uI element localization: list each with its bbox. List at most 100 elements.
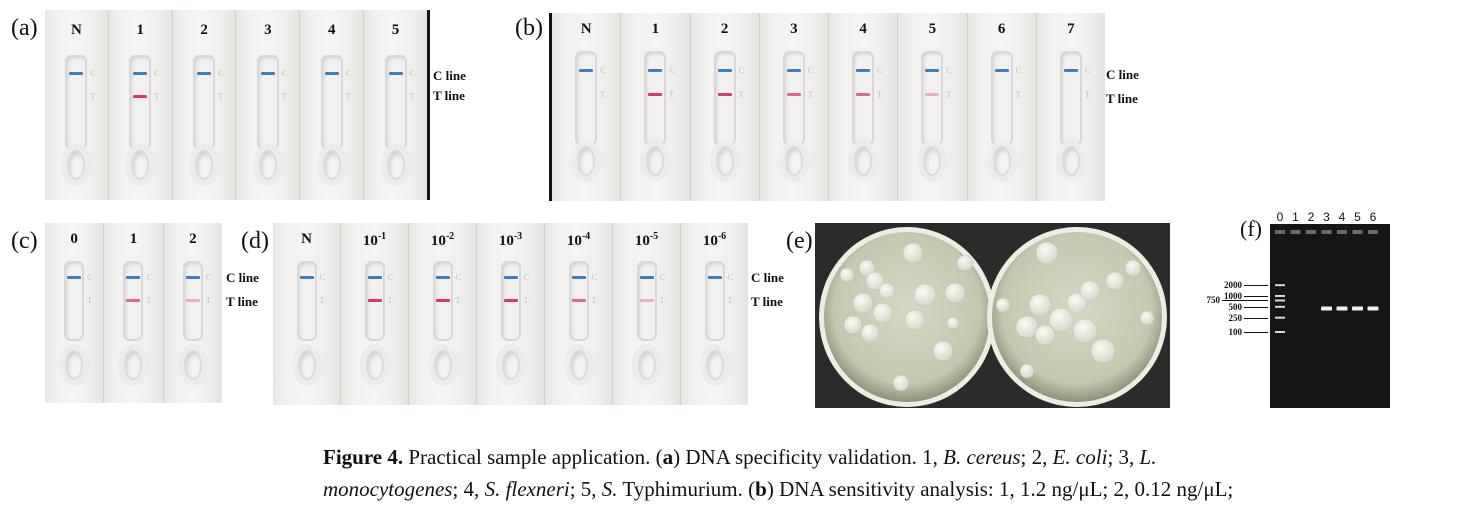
strip-label: 4	[859, 21, 867, 37]
result-window	[432, 261, 453, 341]
c-line-label-a: C line	[433, 68, 466, 83]
strip-mark-s: S	[385, 361, 390, 370]
control-line	[707, 276, 722, 279]
strip-label-exponent: -6	[717, 231, 727, 242]
result-window	[384, 55, 407, 150]
caption-species-2: E. coli	[1052, 445, 1108, 469]
sample-well	[569, 350, 588, 380]
strip-mark-t: T	[154, 92, 160, 101]
gel-lane-label: 2	[1307, 210, 1315, 224]
strip-label: 1	[129, 231, 138, 247]
strip-mark-c: C	[146, 273, 152, 282]
control-line	[388, 72, 403, 75]
caption-line-1: Figure 4. Practical sample application. …	[323, 445, 1157, 469]
test-line	[126, 299, 141, 302]
strip-mark-t: T	[345, 92, 351, 101]
control-line	[994, 69, 1009, 72]
gel-lanes	[1275, 230, 1379, 333]
gel-ladder-pointer	[1244, 296, 1268, 297]
gel-ladder-band	[1275, 299, 1285, 302]
gel-well	[1290, 230, 1301, 234]
strip-label-exponent: -4	[581, 231, 591, 242]
control-line	[648, 69, 663, 72]
caption-title: Practical sample application.	[408, 445, 651, 469]
sample-well	[577, 146, 596, 176]
gel-well	[1321, 230, 1332, 234]
strip-label-base: 10	[430, 233, 446, 249]
strip-mark-t: T	[455, 296, 461, 305]
gel-product-band	[1336, 306, 1348, 311]
sample-well	[992, 146, 1011, 176]
result-window	[636, 261, 657, 341]
panel-label-e: (e)	[786, 228, 813, 254]
strip-mark-c: C	[218, 69, 224, 78]
strip-label-base: 10	[498, 233, 514, 249]
test-line	[185, 299, 200, 302]
strip-mark-s: S	[943, 157, 948, 166]
sample-well	[784, 146, 803, 176]
strip-label: 0	[70, 231, 78, 247]
gel-ladder-pointer	[1244, 317, 1268, 319]
gel-ladder-pointer	[1244, 306, 1268, 308]
test-line	[786, 93, 801, 96]
gel-ladder-band	[1275, 295, 1285, 297]
strip-label: 6	[997, 21, 1006, 37]
result-window	[182, 261, 203, 341]
control-line	[126, 276, 141, 279]
strip-label: 10-1	[341, 231, 408, 250]
strip-mark-c: C	[523, 273, 529, 282]
strip-label: 1	[136, 22, 144, 38]
strip-mark-c: C	[1084, 66, 1091, 75]
strip-label-exponent: -1	[377, 231, 387, 242]
strip-mark-c: C	[281, 69, 288, 78]
sample-well	[646, 146, 665, 176]
strip-mark-s: S	[1081, 157, 1087, 166]
control-line	[67, 276, 82, 279]
gel-well	[1368, 230, 1378, 234]
strip-mark-t: T	[218, 92, 223, 101]
result-window	[64, 261, 85, 341]
result-window	[320, 55, 343, 150]
caption-species-4: S. flexneri	[484, 477, 570, 501]
gel-well	[1352, 230, 1363, 234]
strip-mark-c: C	[738, 66, 744, 75]
strip-mark-c: C	[591, 273, 597, 282]
gel-product-band	[1352, 306, 1363, 311]
sample-well	[124, 350, 143, 380]
gel-well	[1275, 230, 1285, 234]
strip-mark-s: S	[144, 361, 149, 370]
strip-mark-c: C	[154, 69, 160, 78]
panel-label-d: (d)	[241, 228, 269, 254]
test-line	[435, 299, 450, 302]
strip-mark-c: C	[87, 273, 93, 282]
c-line-label-c: C line	[226, 270, 259, 285]
result-window	[193, 55, 216, 150]
gel-ladder-pointer	[1244, 332, 1268, 333]
gel-ladder-pointer	[1244, 285, 1268, 287]
strip-mark-t: T	[600, 90, 606, 99]
strip-mark-t: T	[523, 296, 529, 305]
gel-ladder-band	[1275, 316, 1285, 319]
t-line-label-c: T line	[226, 294, 258, 309]
strip-mark-s: S	[589, 361, 594, 370]
test-line	[648, 93, 663, 96]
caption-serovar: Typhimurium.	[622, 477, 743, 501]
control-line	[786, 69, 801, 72]
strip-mark-c: C	[807, 66, 814, 75]
gel-well	[1306, 230, 1316, 234]
caption-species-1: B. cereus	[943, 445, 1021, 469]
strip-mark-c: C	[600, 66, 606, 75]
strip-mark-c: C	[409, 69, 415, 78]
control-line	[503, 276, 518, 279]
test-line	[133, 95, 148, 98]
